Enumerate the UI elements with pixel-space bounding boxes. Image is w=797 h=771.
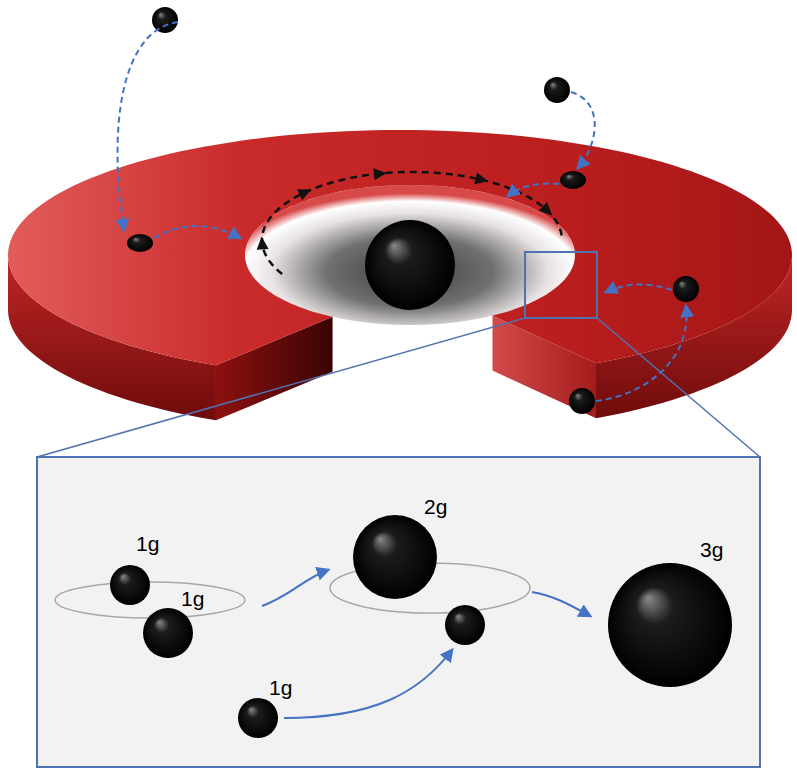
black-hole <box>238 698 278 738</box>
black-hole <box>445 605 485 645</box>
mass-label: 3g <box>700 538 723 561</box>
zoom-square <box>525 252 597 318</box>
trajectory-arrow <box>154 226 240 238</box>
black-hole <box>152 7 178 33</box>
merger-arrow <box>284 650 452 718</box>
trajectory-arrow <box>606 284 672 292</box>
black-hole <box>544 77 570 103</box>
zoom-line <box>37 318 525 457</box>
orbit-arrowhead <box>373 167 387 180</box>
orbit-arrowhead <box>539 202 557 220</box>
trajectories <box>118 22 687 401</box>
mass-label: 1g <box>269 676 292 699</box>
zoom-line <box>597 318 760 457</box>
black-hole-dome <box>127 234 153 252</box>
mass-label: 1g <box>136 532 159 555</box>
black-hole-dome <box>560 171 586 189</box>
black-hole <box>353 515 437 599</box>
black-hole <box>569 388 595 414</box>
orbit-arrowhead <box>474 172 489 187</box>
orbit-arrowhead <box>297 184 314 200</box>
central-black-hole <box>365 220 455 310</box>
mass-label: 1g <box>181 587 204 610</box>
trajectory-arrow <box>508 184 559 197</box>
black-hole <box>673 276 699 302</box>
disk-surface <box>8 130 792 365</box>
inset-panel <box>37 457 760 767</box>
merger-arrow <box>532 592 590 616</box>
binary-orbit <box>55 582 245 618</box>
black-hole <box>110 565 150 605</box>
black-hole <box>143 608 193 658</box>
trajectory-arrow <box>596 306 687 401</box>
merger-arrows <box>262 570 590 718</box>
mass-label: 2g <box>424 495 447 518</box>
trajectory-arrow <box>118 22 178 230</box>
merger-arrow <box>262 570 328 606</box>
black-hole <box>608 563 732 687</box>
orbit-arrowhead <box>256 236 269 250</box>
trajectory-arrow <box>571 92 595 168</box>
